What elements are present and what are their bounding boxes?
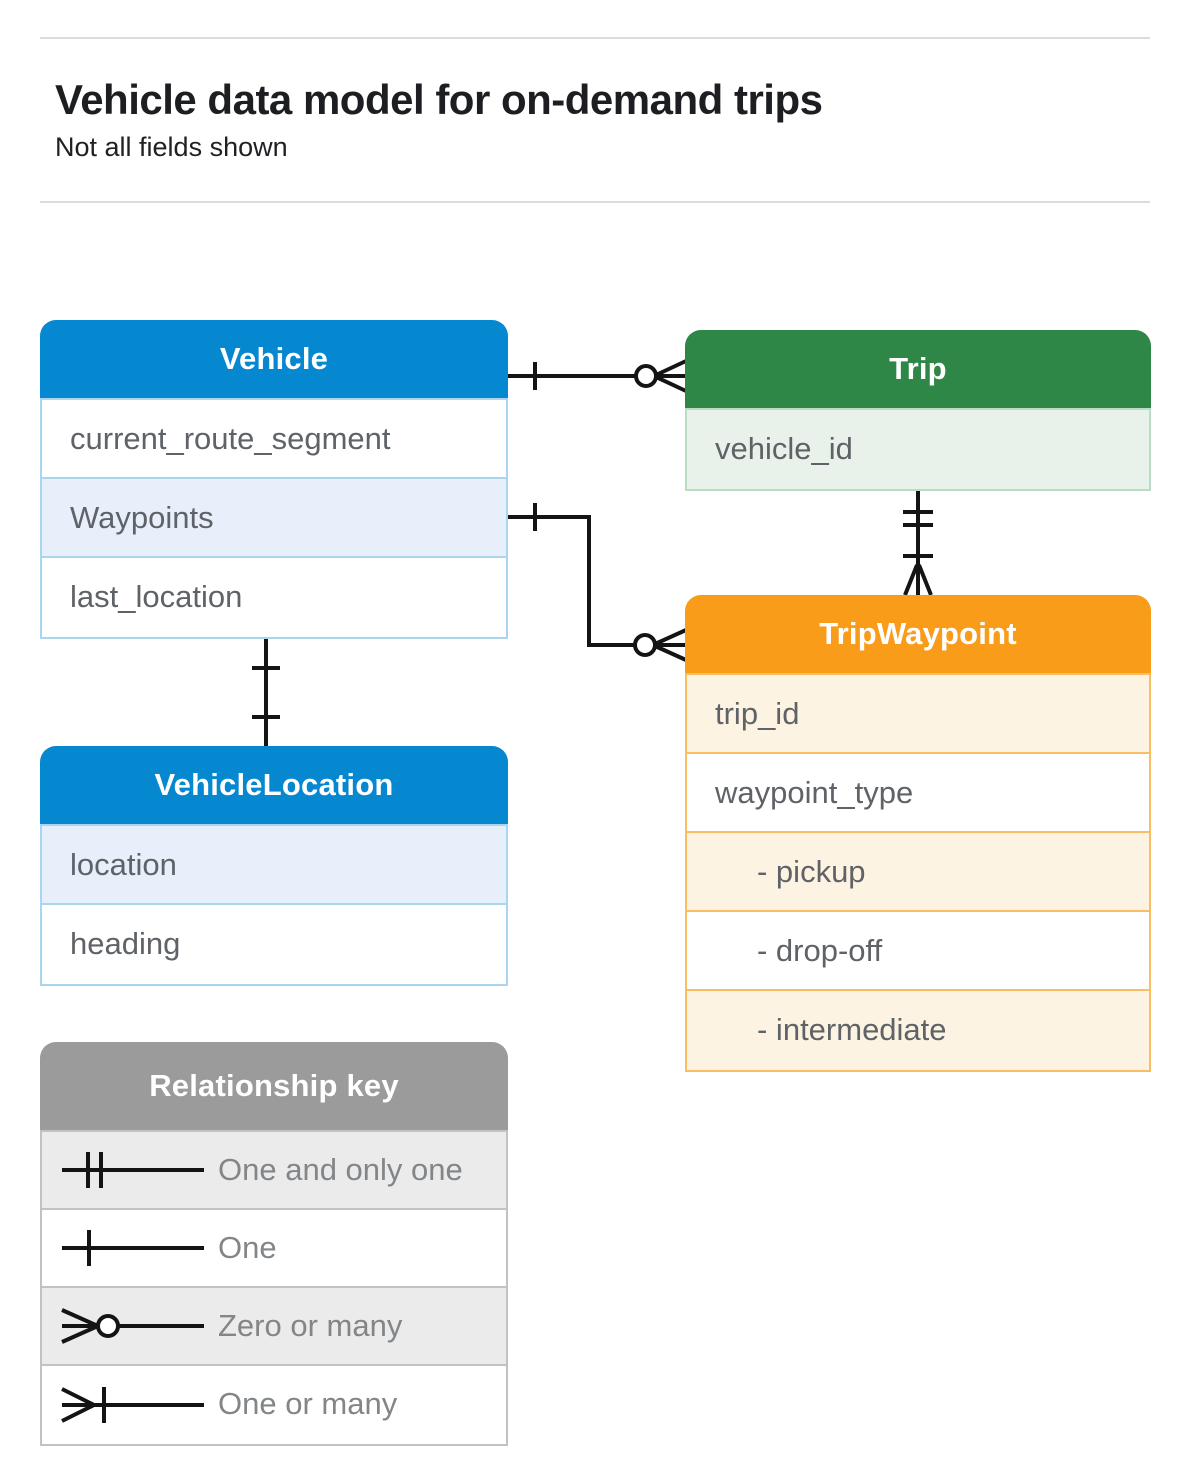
one-ticks — [252, 666, 280, 719]
entity-field-row: current_route_segment — [42, 400, 506, 479]
one-and-only-one-symbol-icon — [58, 1142, 208, 1198]
divider-top — [40, 37, 1150, 39]
connector-vehicle-to-vehiclelocation — [252, 637, 280, 746]
many-crowfoot — [654, 628, 687, 662]
relationship-key-header: Relationship key — [40, 1042, 508, 1130]
entity-field-row: - pickup — [687, 833, 1149, 912]
entity-rows-trip: vehicle_id — [685, 408, 1151, 491]
connector-vehicle-to-trip — [508, 359, 687, 393]
page-title: Vehicle data model for on-demand trips — [55, 76, 823, 123]
entity-field-row: - drop-off — [687, 912, 1149, 991]
connector-vehicle-waypoints-to-tripwaypoint — [508, 503, 687, 662]
legend-item-label: One and only one — [218, 1152, 463, 1187]
entity-field-row: - intermediate — [687, 991, 1149, 1070]
connector-trip-to-tripwaypoint — [903, 490, 933, 596]
divider-bottom — [40, 201, 1150, 203]
entity-field-row: Waypoints — [42, 479, 506, 558]
one-and-only-one-ticks — [903, 510, 933, 527]
many-crowfoot — [655, 359, 687, 393]
legend-item: One and only one — [42, 1132, 506, 1210]
zero-circle — [634, 364, 658, 388]
legend-item-label: One or many — [218, 1386, 398, 1421]
zero-or-many-symbol-icon — [58, 1298, 208, 1354]
entity-field-row: heading — [42, 905, 506, 984]
legend-item: One or many — [42, 1366, 506, 1444]
entity-field-row: waypoint_type — [687, 754, 1149, 833]
zero-circle — [633, 633, 657, 657]
entity-header-vehiclelocation: VehicleLocation — [40, 746, 508, 824]
page-subtitle: Not all fields shown — [55, 132, 288, 162]
one-symbol-icon — [58, 1220, 208, 1276]
legend-item: One — [42, 1210, 506, 1288]
entity-header-vehicle: Vehicle — [40, 320, 508, 398]
one-or-many-symbol-icon — [58, 1377, 208, 1433]
entity-field-row: last_location — [42, 558, 506, 637]
entity-header-tripwaypoint: TripWaypoint — [685, 595, 1151, 673]
entity-header-trip: Trip — [685, 330, 1151, 408]
entity-field-row: vehicle_id — [687, 410, 1149, 489]
legend-item: Zero or many — [42, 1288, 506, 1366]
legend-item-label: Zero or many — [218, 1308, 403, 1343]
entity-card-trip: Trip vehicle_id — [685, 330, 1151, 491]
legend-item-label: One — [218, 1230, 277, 1265]
many-crowfoot — [903, 564, 933, 596]
entity-field-row: trip_id — [687, 675, 1149, 754]
entity-field-row: location — [42, 826, 506, 905]
